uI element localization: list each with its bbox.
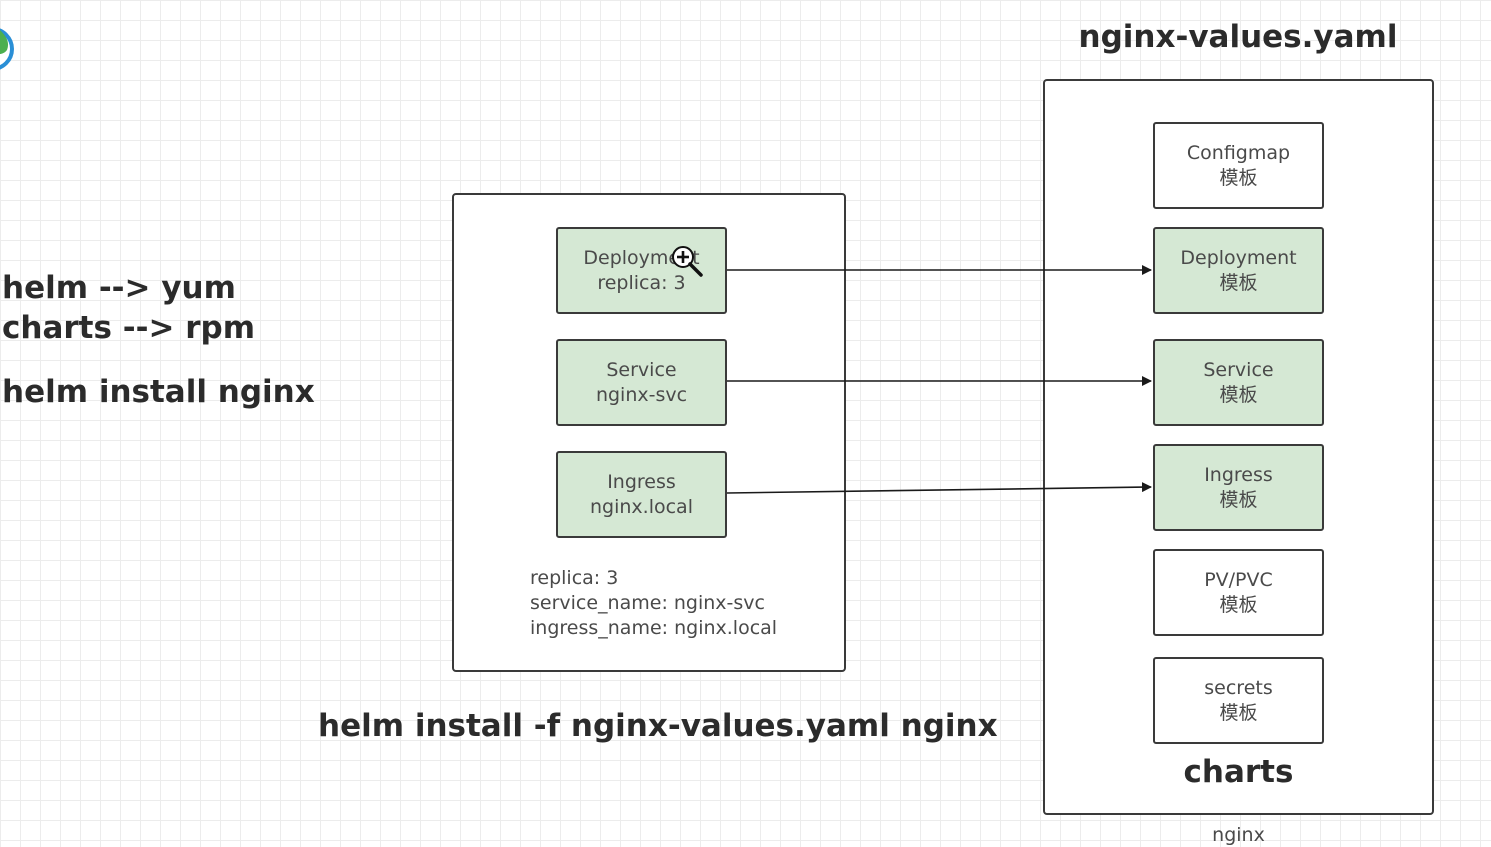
arrow-ingress bbox=[726, 482, 1152, 494]
chart-caption: nginx bbox=[1212, 824, 1265, 846]
values-deployment-replica: replica: 3 bbox=[597, 271, 686, 294]
values-ingress-title: Ingress bbox=[607, 470, 676, 493]
configmap-template-label: 模板 bbox=[1219, 166, 1258, 189]
app-logo-icon bbox=[0, 28, 14, 70]
chart-template-service[interactable]: Service 模板 bbox=[1153, 339, 1324, 426]
ingress-label: Ingress bbox=[1204, 463, 1273, 486]
values-service-name: nginx-svc bbox=[595, 383, 688, 406]
values-service-title: Service bbox=[606, 358, 677, 381]
pvpvc-label: PV/PVC bbox=[1204, 568, 1273, 591]
values-file-title: nginx-values.yaml bbox=[1078, 19, 1398, 55]
chart-label: charts bbox=[1183, 754, 1294, 790]
ingress-template-label: 模板 bbox=[1219, 488, 1258, 511]
note-charts-rpm: charts --> rpm bbox=[2, 310, 255, 346]
note-helm-install: helm install nginx bbox=[2, 374, 315, 410]
configmap-label: Configmap bbox=[1186, 141, 1291, 164]
values-deployment-node[interactable]: Deployment replica: 3 bbox=[556, 227, 727, 314]
chart-template-ingress[interactable]: Ingress 模板 bbox=[1153, 444, 1324, 531]
chart-template-deployment[interactable]: Deployment 模板 bbox=[1153, 227, 1324, 314]
chart-template-pvpvc[interactable]: PV/PVC 模板 bbox=[1153, 549, 1324, 636]
deployment-label: Deployment bbox=[1180, 246, 1297, 269]
zoom-in-cursor-icon bbox=[672, 246, 703, 277]
chart-template-configmap[interactable]: Configmap 模板 bbox=[1153, 122, 1324, 209]
values-deployment-title: Deployment bbox=[583, 246, 700, 269]
service-template-label: 模板 bbox=[1219, 383, 1258, 406]
chart-template-secrets[interactable]: secrets 模板 bbox=[1153, 657, 1324, 744]
secrets-label: secrets bbox=[1204, 676, 1273, 699]
values-ingress-host: nginx.local bbox=[590, 495, 693, 518]
install-command: helm install -f nginx-values.yaml nginx bbox=[318, 708, 998, 744]
values-service-node[interactable]: Service nginx-svc bbox=[556, 339, 727, 426]
secrets-template-label: 模板 bbox=[1219, 701, 1258, 724]
note-helm-yum: helm --> yum bbox=[2, 270, 236, 306]
value-replica: replica: 3 bbox=[530, 567, 619, 589]
values-ingress-node[interactable]: Ingress nginx.local bbox=[556, 451, 727, 538]
service-label: Service bbox=[1203, 358, 1274, 381]
deployment-template-label: 模板 bbox=[1219, 271, 1258, 294]
values-text-block[interactable]: replica: 3 service_name: nginx-svc ingre… bbox=[530, 566, 777, 641]
value-ingress-name: ingress_name: nginx.local bbox=[530, 617, 778, 639]
pvpvc-template-label: 模板 bbox=[1219, 593, 1258, 616]
value-service-name: service_name: nginx-svc bbox=[530, 592, 765, 614]
